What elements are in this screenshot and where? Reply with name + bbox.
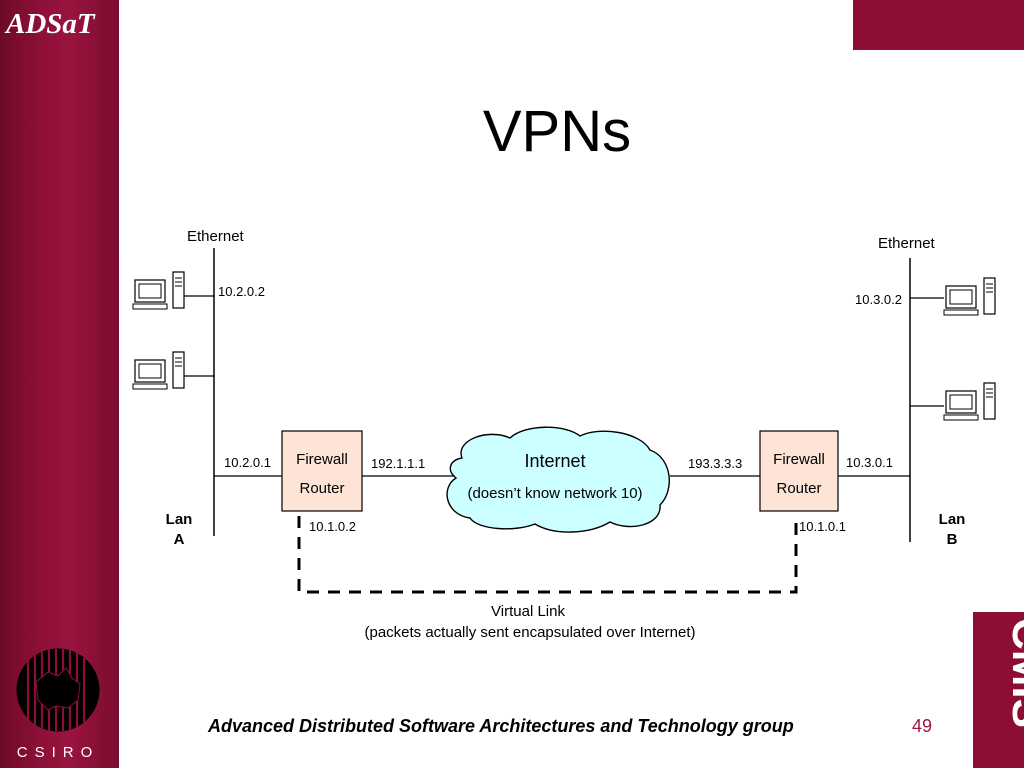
left-router-virtual-ip: 10.1.0.2: [309, 519, 356, 534]
cmis-logo: CMIS: [973, 612, 1024, 768]
svg-text:Firewall: Firewall: [773, 451, 825, 468]
svg-text:Router: Router: [299, 480, 344, 497]
right-computer-icon-1: [943, 277, 996, 316]
lan-b-label: Lan: [939, 511, 966, 528]
svg-text:Router: Router: [776, 480, 821, 497]
svg-text:CMIS: CMIS: [1003, 618, 1024, 728]
page-number: 49: [912, 716, 933, 736]
left-router-lan-ip: 10.2.0.1: [224, 455, 271, 470]
adsat-logo: ADSaT: [6, 8, 95, 40]
virtual-link-label: Virtual Link: [491, 603, 565, 620]
right-router-lan-ip: 10.3.0.1: [846, 455, 893, 470]
left-computer-icon-2: [132, 351, 185, 390]
right-router-virtual-ip: 10.1.0.1: [799, 519, 846, 534]
internet-cloud: [446, 426, 670, 533]
internet-sublabel: (doesn’t know network 10): [467, 485, 642, 502]
virtual-link-sublabel: (packets actually sent encapsulated over…: [364, 624, 695, 641]
csiro-logo: CSIRO: [16, 648, 100, 761]
left-router-wan-ip: 192.1.1.1: [371, 456, 425, 471]
left-firewall-router: [281, 430, 363, 512]
internet-label: Internet: [524, 451, 585, 471]
left-computer-icon-1: [132, 271, 185, 310]
right-computer-icon-2: [943, 382, 996, 421]
lan-a-label: Lan: [166, 511, 193, 528]
left-host-ip: 10.2.0.2: [218, 284, 265, 299]
csiro-wordmark: CSIRO: [17, 744, 100, 761]
right-router-wan-ip: 193.3.3.3: [688, 456, 742, 471]
svg-text:Firewall: Firewall: [296, 451, 348, 468]
slide-title: VPNs: [482, 99, 632, 164]
right-host-ip: 10.3.0.2: [855, 292, 902, 307]
left-ethernet-label: Ethernet: [187, 228, 245, 245]
left-sidebar-band: [0, 0, 119, 768]
footer-group-name: Advanced Distributed Software Architectu…: [208, 716, 794, 736]
lan-a-letter: A: [174, 531, 185, 548]
top-right-band: [853, 0, 1024, 50]
right-firewall-router: [759, 430, 839, 512]
virtual-link-dashed: [297, 516, 798, 594]
right-ethernet-label: Ethernet: [878, 235, 936, 252]
lan-b-letter: B: [947, 531, 958, 548]
